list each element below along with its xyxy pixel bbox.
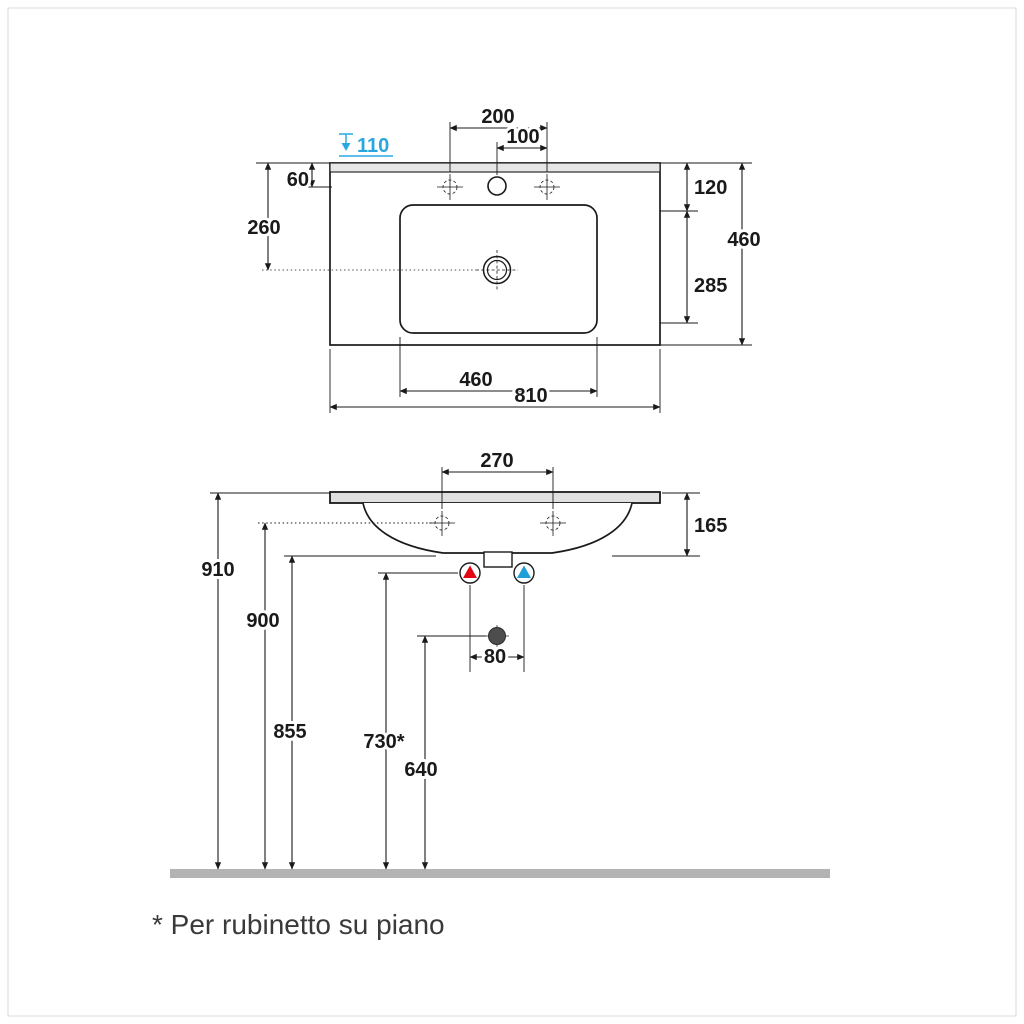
countertop-edge: [329, 491, 661, 504]
dim-900: 900: [243, 522, 434, 870]
waste-outlet-icon: [485, 625, 509, 648]
tap-hole-center-icon: [487, 176, 507, 196]
front-tap-hole-left-icon: [429, 511, 455, 536]
dim-810-label: 810: [514, 385, 547, 407]
dim-120-label: 120: [694, 177, 727, 199]
dim-165-label: 165: [694, 515, 727, 537]
dim-640-label: 640: [404, 759, 437, 781]
dim-285: 285: [660, 210, 730, 324]
dim-855-label: 855: [273, 721, 306, 743]
basin-outline: [399, 204, 598, 334]
dim-855: 855: [270, 555, 436, 870]
dim-260-label: 260: [247, 217, 280, 239]
dim-60-label: 60: [287, 169, 309, 191]
dim-640: 640: [401, 635, 486, 870]
dim-270-label: 270: [480, 450, 513, 472]
dim-730: 730*: [360, 572, 458, 870]
dim-730-label: 730*: [363, 731, 404, 753]
dim-910: 910: [198, 492, 330, 870]
hot-water-icon: [459, 562, 481, 584]
front-view: 270 165 80: [170, 447, 830, 878]
dim-165: 165: [612, 492, 730, 557]
tap-hole-left-icon: [437, 174, 463, 200]
drain-icon: [262, 250, 518, 290]
dim-460-basin-label: 460: [459, 369, 492, 391]
dim-200-label: 200: [481, 106, 514, 128]
dim-110-label: 110: [357, 135, 389, 157]
rear-rim-band: [329, 162, 661, 173]
dim-460-depth-label: 460: [727, 229, 760, 251]
floor-line: [170, 869, 830, 878]
dim-80: 80: [469, 585, 525, 672]
dim-200: 200: [449, 103, 548, 172]
dim-460-basin: 460: [399, 337, 598, 397]
tap-hole-right-icon: [534, 174, 560, 200]
dim-120: 120: [660, 162, 752, 212]
waste-flange: [483, 551, 513, 568]
bowl-profile: [362, 502, 633, 554]
dim-270: 270: [441, 447, 554, 509]
front-tap-hole-right-icon: [540, 511, 566, 536]
dim-100: 100: [496, 123, 548, 175]
dim-80-label: 80: [484, 646, 506, 668]
dim-260: 260: [244, 162, 284, 271]
dim-810: 810: [329, 349, 661, 413]
cold-water-icon: [513, 562, 535, 584]
page-border: [7, 7, 1017, 1017]
dim-110: 110: [339, 132, 393, 160]
footnote: * Per rubinetto su piano: [152, 909, 445, 940]
top-view: 200 100 110 60 260: [244, 103, 764, 413]
dim-910-label: 910: [201, 559, 234, 581]
dim-285-label: 285: [694, 275, 727, 297]
tap-position-icon: [339, 133, 353, 151]
dim-900-label: 900: [246, 610, 279, 632]
dim-60: 60: [256, 162, 332, 194]
dim-460-depth: 460: [660, 162, 764, 346]
dim-100-label: 100: [506, 126, 539, 148]
